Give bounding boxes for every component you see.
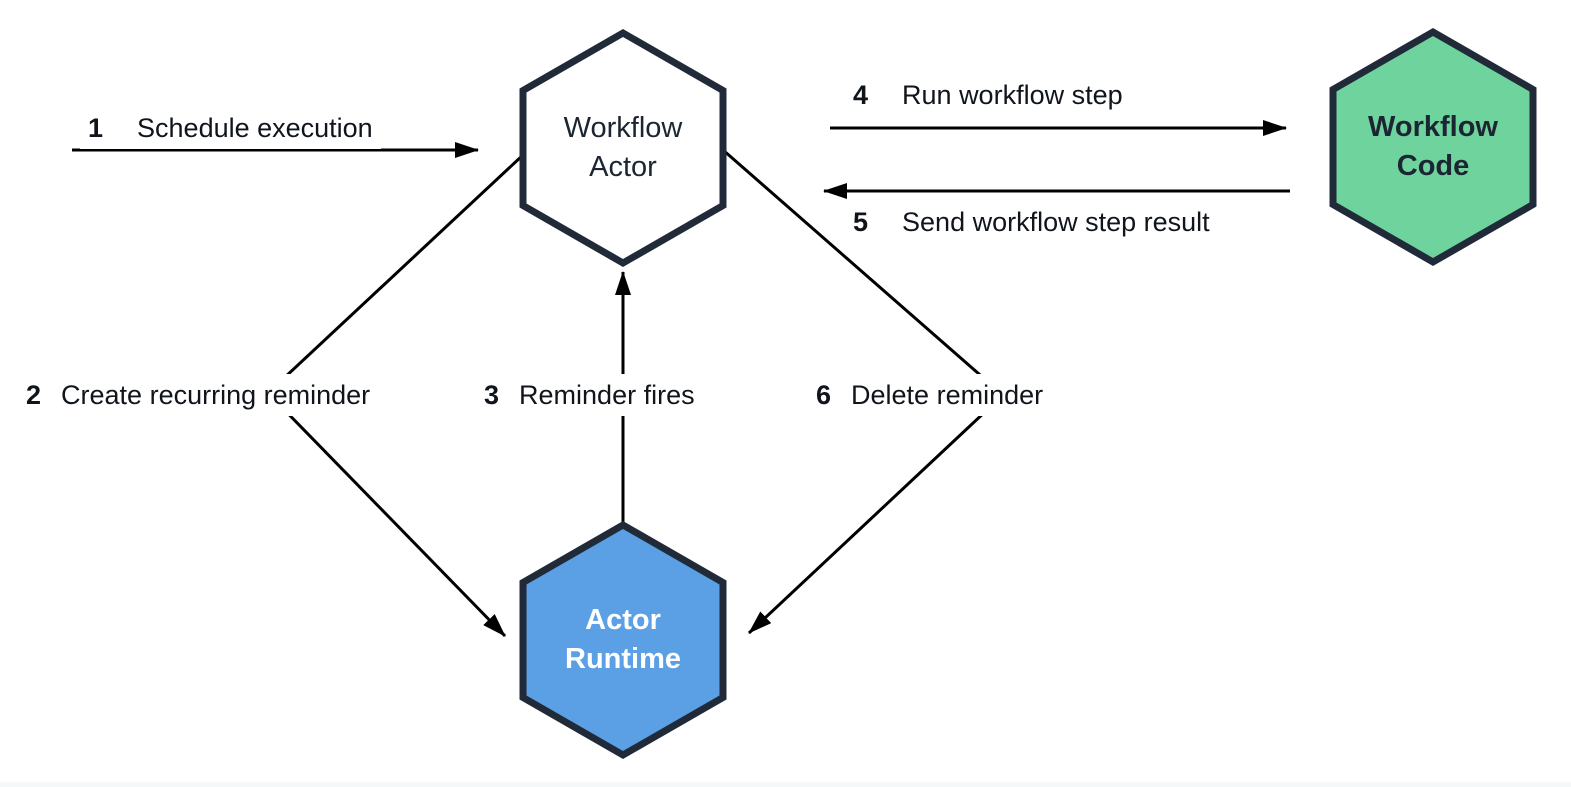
workflow-code-label-line1: Workflow (1368, 111, 1498, 143)
workflow-actor-label-line2: Actor (589, 151, 657, 183)
edge-2-number: 2 (26, 380, 42, 410)
actor-runtime-label-line1: Actor (585, 604, 661, 636)
edge-2-text: Create recurring reminder (61, 380, 371, 410)
edge-6-label: 6 Delete reminder (808, 374, 1052, 416)
actor-runtime-node: Actor Runtime (523, 525, 723, 755)
edge-1-number: 1 (88, 113, 104, 143)
edge-5-number: 5 (853, 207, 869, 237)
workflow-code-label-line2: Code (1396, 150, 1470, 182)
edge-1-text: Schedule execution (137, 113, 373, 143)
edge-5-text: Send workflow step result (902, 207, 1210, 237)
edge-6-number: 6 (816, 380, 832, 410)
workflow-actor-node: Workflow Actor (523, 33, 723, 263)
edge-4-label: 4 Run workflow step (845, 74, 1131, 116)
edge-2-label: 2 Create recurring reminder (18, 374, 379, 416)
edge-6-text: Delete reminder (851, 380, 1044, 410)
workflow-code-node: Workflow Code (1333, 32, 1533, 262)
edge-3-text: Reminder fires (519, 380, 695, 410)
edge-4-number: 4 (853, 80, 869, 110)
actor-runtime-label-line2: Runtime (565, 643, 681, 675)
edge-3-label: 3 Reminder fires (476, 374, 703, 416)
workflow-code-hexagon (1329, 27, 1537, 267)
workflow-actor-hexagon (519, 28, 727, 268)
actor-runtime-hexagon (519, 520, 727, 760)
bottom-strip (0, 782, 1571, 787)
edge-1-label: 1 Schedule execution (80, 107, 381, 149)
edge-5-label: 5 Send workflow step result (845, 201, 1218, 243)
workflow-actor-label-line1: Workflow (563, 112, 683, 144)
edge-3-number: 3 (484, 380, 500, 410)
edge-4-text: Run workflow step (902, 80, 1123, 110)
